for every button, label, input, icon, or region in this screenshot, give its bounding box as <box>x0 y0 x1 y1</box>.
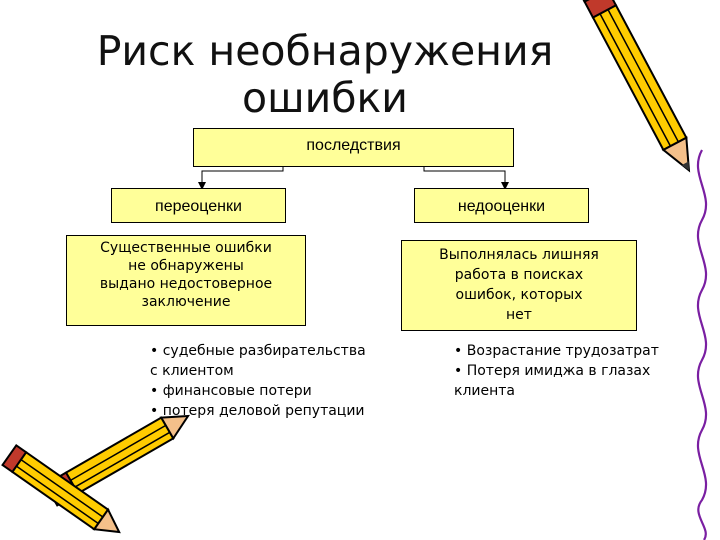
title-line-1: Риск необнаружения <box>96 27 554 75</box>
bullet-item: • финансовые потери <box>150 383 312 399</box>
bullet-item: клиента <box>454 383 516 399</box>
box-overestimation-description: Существенные ошибки не обнаружены выдано… <box>66 235 306 326</box>
bullet-item: • Возрастание трудозатрат <box>454 343 659 359</box>
left-desc-line: заключение <box>141 294 231 310</box>
right-desc-line: работа в поисках <box>454 267 584 283</box>
bullet-item: • потеря деловой репутации <box>150 403 365 419</box>
box-underestimation: недооценки <box>414 188 589 223</box>
bullet-item: • судебные разбирательства <box>150 343 366 359</box>
root-label: последствия <box>306 137 401 154</box>
title-line-2: ошибки <box>242 74 408 122</box>
right-desc-line: Выполнялась лишняя <box>439 247 599 263</box>
right-desc-line: нет <box>506 307 532 323</box>
root-box-consequences: последствия <box>193 128 514 167</box>
box-underestimation-description: Выполнялась лишняя работа в поисках ошиб… <box>401 240 637 331</box>
left-desc-line: выдано недостоверное <box>99 276 273 292</box>
underestimation-label: недооценки <box>457 198 546 215</box>
connector-left <box>198 167 284 190</box>
box-overestimation: переоценки <box>111 188 286 223</box>
overestimation-label: переоценки <box>155 198 242 215</box>
bullet-item: • Потеря имиджа в глазах <box>454 363 651 379</box>
left-desc-line: не обнаружены <box>128 258 244 274</box>
left-desc-line: Существенные ошибки <box>100 240 272 256</box>
bullets-overestimation: • судебные разбирательства с клиентом • … <box>150 341 410 421</box>
page-title: Риск необнаружения ошибки <box>95 28 555 122</box>
right-desc-line: ошибок, которых <box>455 287 583 303</box>
bullets-underestimation: • Возрастание трудозатрат • Потеря имидж… <box>454 341 694 401</box>
bullet-item: с клиентом <box>150 363 234 379</box>
connector-right <box>423 167 509 190</box>
